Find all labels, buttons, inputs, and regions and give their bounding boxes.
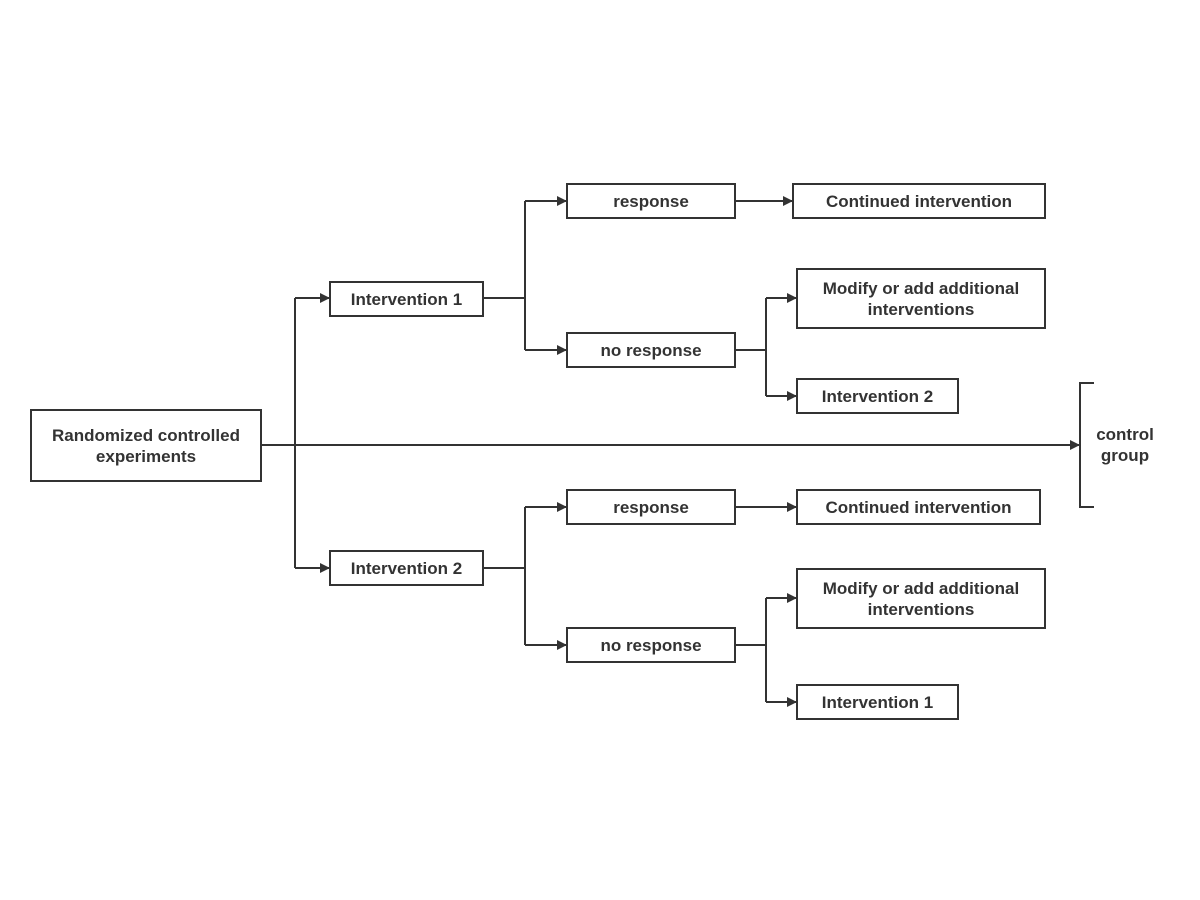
arm1-switch-node: Intervention 2 (796, 378, 959, 414)
arm1-continued-node: Continued intervention (792, 183, 1046, 219)
arm2-switch-node: Intervention 1 (796, 684, 959, 720)
arm1-modify-node: Modify or add additional interventions (796, 268, 1046, 329)
root-node: Randomized controlled experiments (30, 409, 262, 482)
arm2-modify-node: Modify or add additional interventions (796, 568, 1046, 629)
arm2-response-node: response (566, 489, 736, 525)
arm2-continued-node: Continued intervention (796, 489, 1041, 525)
arm2-node: Intervention 2 (329, 550, 484, 586)
control-group-bracket (1079, 382, 1094, 508)
arm1-response-node: response (566, 183, 736, 219)
arm1-no-response-node: no response (566, 332, 736, 368)
arm2-no-response-node: no response (566, 627, 736, 663)
arm1-node: Intervention 1 (329, 281, 484, 317)
control-group-label: control group (1096, 425, 1154, 465)
